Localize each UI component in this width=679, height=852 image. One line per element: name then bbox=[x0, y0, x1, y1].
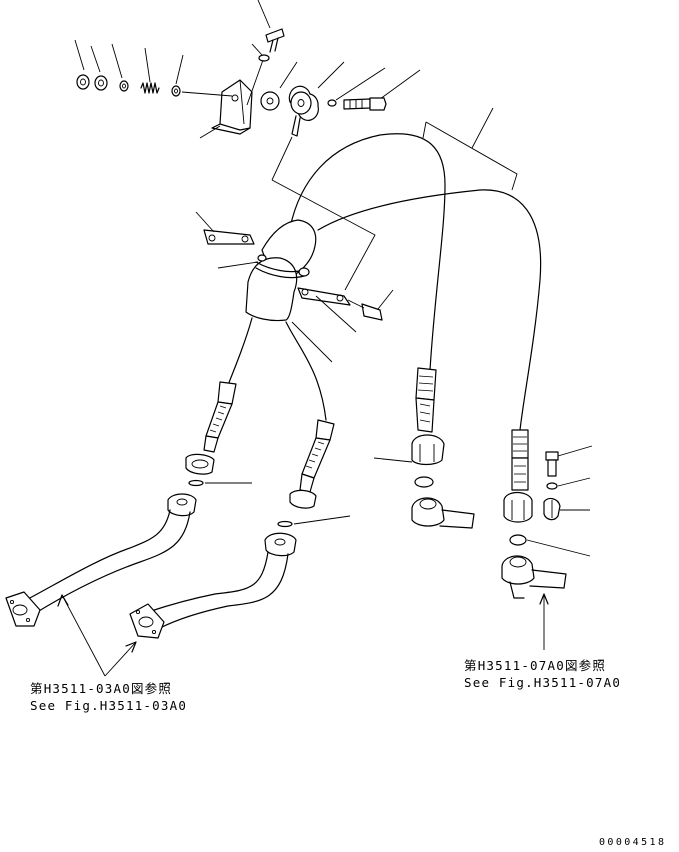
hose-end-2 bbox=[289, 419, 335, 509]
hose-end-1 bbox=[185, 381, 237, 475]
tubes-left bbox=[5, 509, 289, 677]
washer-1 bbox=[119, 80, 129, 92]
spring bbox=[140, 82, 160, 94]
bolt-top bbox=[246, 0, 285, 106]
split-flange bbox=[543, 497, 590, 521]
o-ring-left-1 bbox=[188, 479, 252, 487]
washer-right bbox=[546, 477, 591, 490]
hose-lines-upper bbox=[271, 133, 542, 431]
bolt-right bbox=[545, 445, 593, 477]
mounting-bracket bbox=[181, 79, 253, 139]
hose-pair-left bbox=[167, 317, 351, 557]
reference-left-jp: 第H3511-03A0図参照 bbox=[30, 681, 173, 696]
reference-note-right: 第H3511-07A0図参照 See Fig.H3511-07A0 bbox=[464, 657, 621, 691]
elbow-adapter-1 bbox=[411, 497, 475, 529]
elbow-adapter-2 bbox=[501, 555, 567, 650]
cushion-rubber-group bbox=[260, 61, 421, 137]
washer-2 bbox=[171, 85, 181, 97]
o-ring-right-2 bbox=[509, 534, 591, 557]
hose-end-4 bbox=[503, 429, 533, 523]
reference-right-en: See Fig.H3511-07A0 bbox=[464, 675, 622, 690]
o-ring-right-1 bbox=[414, 476, 434, 488]
elbow-fitting bbox=[195, 211, 394, 363]
hose-label-box bbox=[422, 107, 518, 191]
hex-nut-1 bbox=[76, 74, 90, 90]
drawing-number: 00004518 bbox=[599, 837, 667, 848]
hose-end-3 bbox=[373, 367, 445, 466]
hex-nut-2 bbox=[94, 75, 108, 91]
reference-left-en: See Fig.H3511-03A0 bbox=[30, 698, 188, 713]
hardware-group-top-left bbox=[74, 39, 253, 139]
reference-right-jp: 第H3511-07A0図参照 bbox=[464, 658, 607, 673]
o-ring-left-2 bbox=[277, 515, 351, 528]
reference-note-left: 第H3511-03A0図参照 See Fig.H3511-03A0 bbox=[30, 680, 187, 714]
